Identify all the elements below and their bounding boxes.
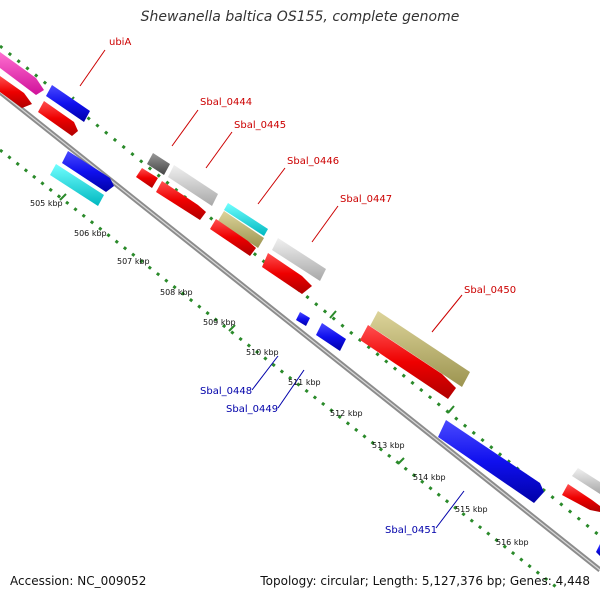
map-title: Shewanella baltica OS155, complete genom… xyxy=(140,9,460,25)
gene-arrow xyxy=(147,153,170,175)
gene-arrow xyxy=(272,238,326,281)
outer-major-ticks xyxy=(67,96,455,414)
gene-label-sbal-0447: Sbal_0447 xyxy=(340,194,392,205)
gene-arrow xyxy=(38,101,78,136)
kbp-label: 507 kbp xyxy=(117,257,150,266)
gene-arrow xyxy=(262,253,312,294)
gene-arrow xyxy=(370,311,470,387)
gene-arrow xyxy=(224,203,268,236)
gene-arrow xyxy=(316,323,346,351)
gene-arrow xyxy=(0,52,44,95)
gene-arrow xyxy=(62,151,114,192)
kbp-label: 509 kbp xyxy=(203,318,236,327)
gene-track xyxy=(0,52,600,556)
gene-label-sbal-0448: Sbal_0448 xyxy=(200,386,252,397)
gene-label-sbal-0446: Sbal_0446 xyxy=(287,156,339,167)
gene-arrow xyxy=(136,168,158,188)
gene-arrow xyxy=(562,484,600,512)
inner-tick-ring xyxy=(0,148,561,592)
kbp-label: 515 kbp xyxy=(455,505,488,514)
gene-label-sbal-0450: Sbal_0450 xyxy=(464,285,516,296)
gene-arrow xyxy=(0,76,32,108)
gene-arrow xyxy=(50,164,104,206)
gene-arrow xyxy=(218,211,264,248)
gene-arrow xyxy=(46,85,90,122)
gene-arrow xyxy=(360,325,456,399)
gene-label-sbal-0444: Sbal_0444 xyxy=(200,97,252,108)
kbp-label: 510 kbp xyxy=(246,348,279,357)
kbp-label: 512 kbp xyxy=(330,409,363,418)
gene-label-ubia: ubiA xyxy=(109,37,131,48)
kbp-labels: 505 kbp 506 kbp 507 kbp 508 kbp 509 kbp … xyxy=(30,199,529,547)
gene-label-sbal-0445: Sbal_0445 xyxy=(234,120,286,131)
kbp-label: 514 kbp xyxy=(413,473,446,482)
accession-text: Accession: NC_009052 xyxy=(10,574,147,588)
gene-arrow xyxy=(596,544,600,556)
label-leaders xyxy=(79,49,465,529)
kbp-label: 508 kbp xyxy=(160,288,193,297)
kbp-label: 506 kbp xyxy=(74,229,107,238)
genome-summary-text: Topology: circular; Length: 5,127,376 bp… xyxy=(260,574,590,588)
gene-arrow xyxy=(156,181,206,220)
gene-arrow xyxy=(438,420,544,503)
gene-arrow xyxy=(168,165,218,206)
kbp-label: 505 kbp xyxy=(30,199,63,208)
outer-tick-ring xyxy=(0,44,600,538)
gene-label-sbal-0451: Sbal_0451 xyxy=(385,525,437,536)
kbp-label: 516 kbp xyxy=(496,538,529,547)
gene-label-sbal-0449: Sbal_0449 xyxy=(226,404,278,415)
kbp-label: 511 kbp xyxy=(288,378,321,387)
gene-arrow xyxy=(210,219,256,256)
kbp-label: 513 kbp xyxy=(372,441,405,450)
gene-arrow xyxy=(296,312,310,326)
gene-labels: ubiA Sbal_0444 Sbal_0445 Sbal_0446 Sbal_… xyxy=(109,37,516,536)
gene-arrow xyxy=(572,468,600,494)
inner-major-ticks xyxy=(59,193,405,465)
